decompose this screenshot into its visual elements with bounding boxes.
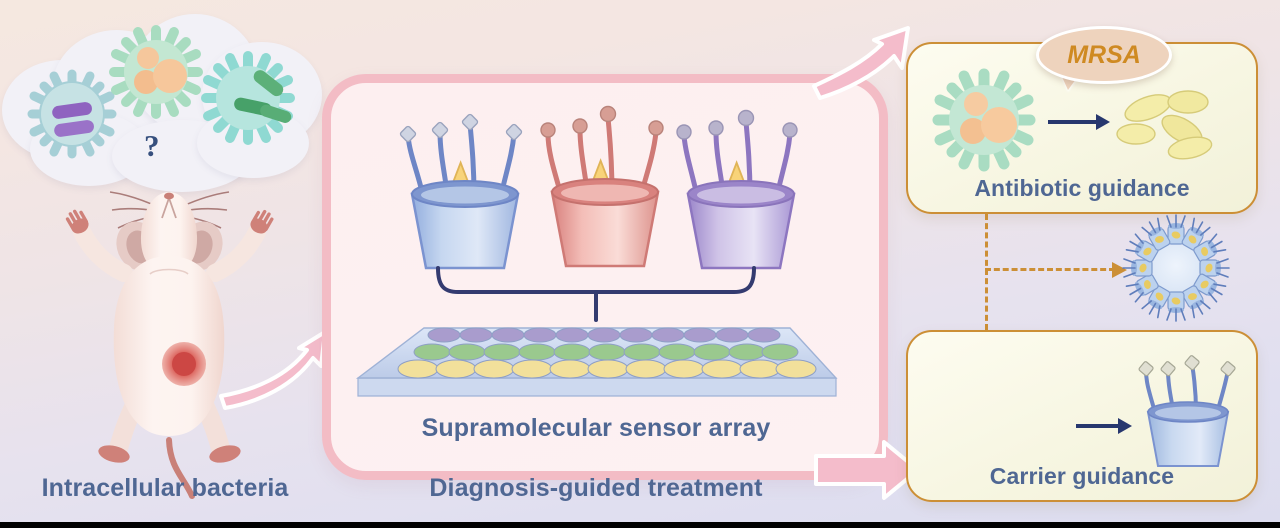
cell-purple-rods bbox=[26, 68, 118, 160]
dashed-connector-vertical bbox=[985, 214, 988, 330]
panel-title-sensor-array: Supramolecular sensor array bbox=[421, 414, 771, 442]
carrier-guidance-panel: Carrier guidance bbox=[906, 330, 1258, 502]
infected-cell-with-cocci bbox=[932, 68, 1036, 172]
caption-diagnosis-guided-treatment: Diagnosis-guided treatment bbox=[429, 474, 763, 502]
question-mark-icon: ? bbox=[144, 128, 160, 163]
cell-orange-cocci bbox=[108, 24, 204, 120]
mrsa-label: MRSA bbox=[1067, 40, 1141, 69]
mrsa-speech-bubble: MRSA bbox=[1036, 26, 1172, 84]
arrow-to-antibiotics-icon bbox=[1048, 112, 1112, 132]
arrow-to-carrier-icon bbox=[1076, 416, 1134, 436]
dashed-connector-horizontal bbox=[985, 268, 1115, 271]
infected-mouse bbox=[52, 178, 287, 499]
dashed-arrowhead-icon bbox=[1112, 261, 1128, 279]
thought-cloud: ? bbox=[0, 8, 322, 198]
panel-title-carrier-guidance: Carrier guidance bbox=[989, 463, 1175, 489]
caption-intracellular-bacteria: Intracellular bacteria bbox=[41, 474, 289, 502]
arrow-array-to-antibiotic bbox=[812, 24, 922, 102]
macrocycle-red bbox=[540, 104, 670, 272]
supramolecular-sensor-array-panel bbox=[322, 74, 888, 480]
supramolecular-vesicle bbox=[1122, 214, 1230, 322]
antibiotic-tablets bbox=[1116, 86, 1226, 162]
arrow-array-to-carrier bbox=[812, 440, 924, 506]
macrocycle-carrier bbox=[1138, 354, 1236, 470]
cell-green-rods bbox=[200, 50, 296, 146]
macrocycle-purple bbox=[676, 108, 806, 273]
panel-title-antibiotic-guidance: Antibiotic guidance bbox=[974, 175, 1190, 201]
bracket-connector bbox=[432, 264, 760, 322]
macrocycle-blue bbox=[399, 108, 530, 273]
96-well-microplate bbox=[352, 322, 842, 404]
